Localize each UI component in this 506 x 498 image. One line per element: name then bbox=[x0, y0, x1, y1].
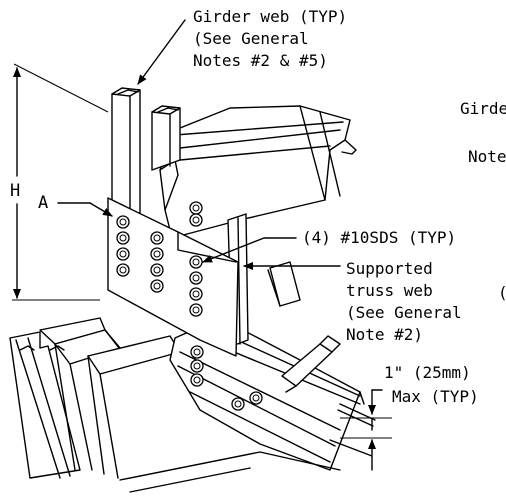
supported-web-note-line3: (See General bbox=[346, 303, 462, 322]
screw-group-top bbox=[189, 201, 203, 227]
screws-callout-label: (4) #10SDS (TYP) bbox=[302, 228, 456, 247]
supported-web-note-line4: Note #2) bbox=[346, 325, 423, 344]
screws-leader-arrow bbox=[202, 237, 265, 263]
max-gap-label-line2: Max (TYP) bbox=[392, 387, 479, 406]
callout-a-label: A bbox=[38, 193, 48, 213]
screw-group-left bbox=[116, 215, 164, 293]
dimension-h bbox=[12, 63, 109, 301]
girder-truncated-label: Girde bbox=[460, 99, 506, 118]
corrugated-deck-left bbox=[9, 317, 181, 479]
supported-web-note-line2: truss web bbox=[346, 281, 433, 300]
girder-top-chord bbox=[159, 105, 357, 239]
max-gap-dimension bbox=[340, 389, 392, 471]
note-truncated-label: Note bbox=[468, 147, 506, 166]
gusset-plate bbox=[107, 197, 239, 357]
screw-group-bottom bbox=[190, 345, 263, 411]
paren-truncated-label: ( bbox=[498, 283, 506, 302]
max-gap-label-line1: 1" (25mm) bbox=[384, 363, 471, 382]
girder-web-note-line3: Notes #2 & #5) bbox=[193, 51, 328, 70]
girder-web-note-line2: (See General bbox=[193, 29, 309, 48]
dimension-h-label: H bbox=[10, 181, 20, 201]
screw-group-right bbox=[189, 255, 203, 317]
callout-a-leader-arrow bbox=[89, 202, 113, 217]
girder-web-note-line1: Girder web (TYP) bbox=[193, 7, 347, 26]
supported-web-note-line1: Supported bbox=[346, 259, 433, 278]
girder-web-leader bbox=[137, 19, 186, 85]
